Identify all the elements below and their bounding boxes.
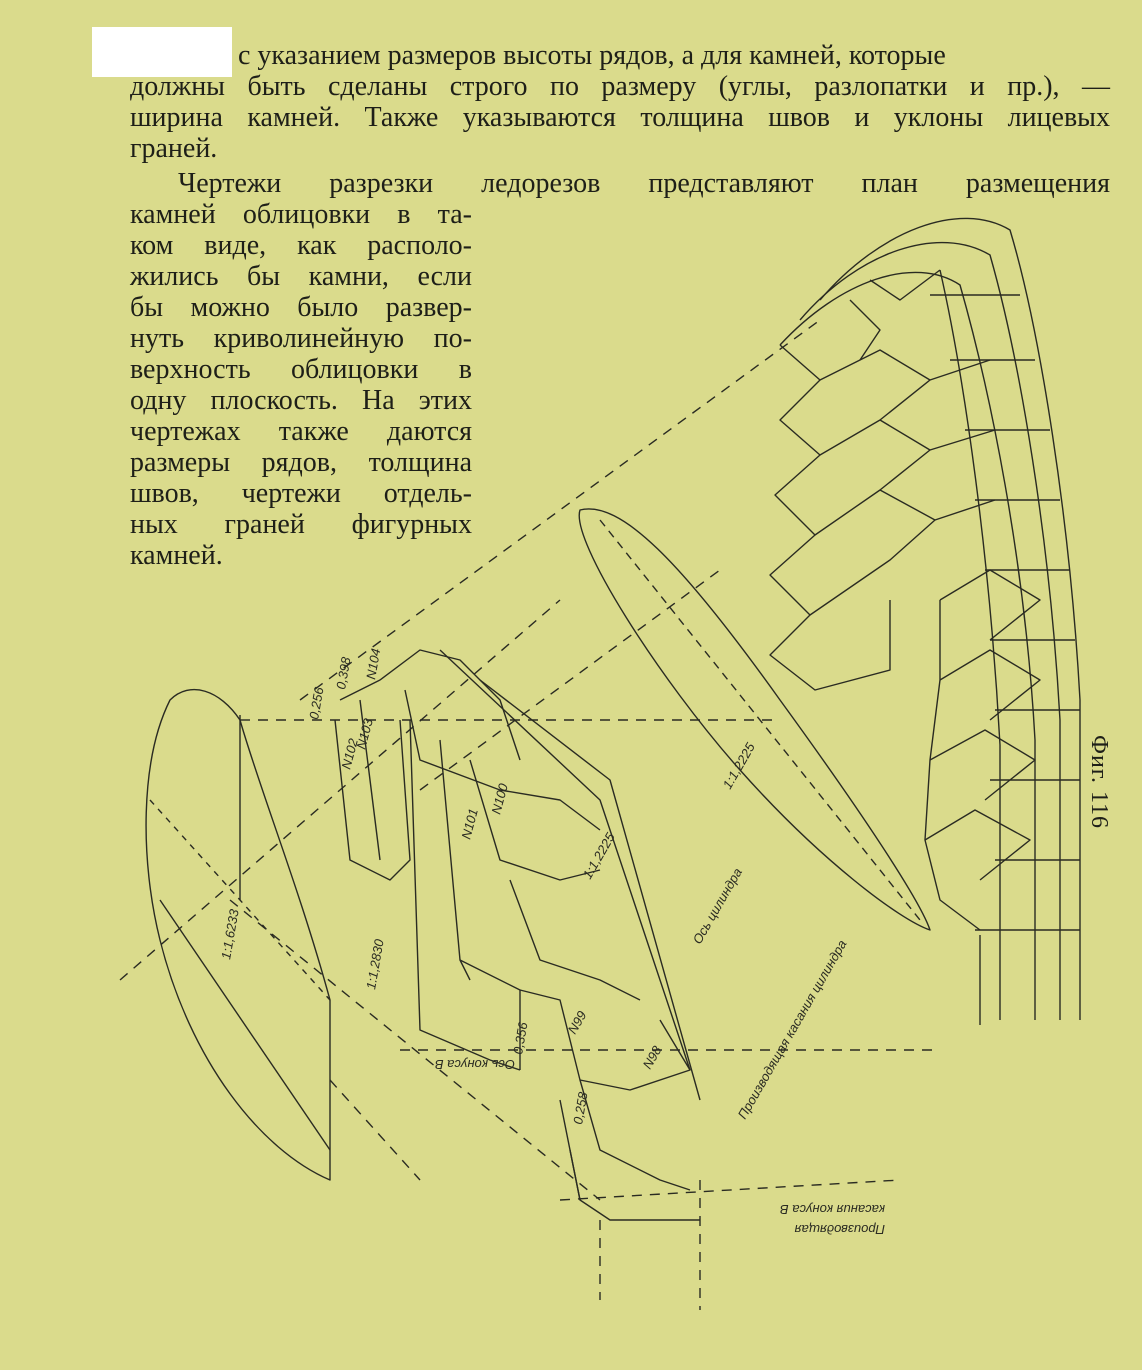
side-line: камней. [130,540,223,571]
paragraph-intro: с указанием размеров высоты рядов, а для… [130,40,1110,164]
label-dim-c: 1:1,2830 [363,937,387,990]
label-d0398: 0,398 [333,655,354,690]
label-n98: N98 [640,1043,665,1072]
side-line: верхность облицовки в [130,354,472,385]
intro-line-4: граней. [130,133,218,164]
redacted-block [92,27,232,77]
ledge-stones [334,649,701,1221]
side-line: жились бы камни, если [130,261,472,292]
side-line: бы можно было развер- [130,292,472,323]
label-n104: N104 [363,647,383,680]
side-line: ком виде, как располо- [130,230,472,261]
side-line: нуть криволинейную по- [130,323,472,354]
side-line: швов, чертежи отдель- [130,478,472,509]
label-d0258: 0,258 [570,1090,591,1125]
ellipse-section [578,508,931,931]
side-line: размеры рядов, толщина [130,447,472,478]
label-dim-d: 1:1,6233 [218,907,242,960]
label-generatrix-cone-2: касания конуса В [780,1202,885,1217]
side-line: ных граней фигурных [130,509,472,540]
label-n102: N102 [338,736,361,771]
intro-line-2: должны быть сделаны строго по размеру (у… [130,71,1110,102]
label-axis-cone: Ось конуса В [435,1057,515,1072]
label-n99: N99 [565,1008,590,1036]
label-axis-cylinder: Ось цилиндра [690,865,746,946]
label-n101: N101 [458,807,481,841]
figure-caption: Фиг. 116 [1086,735,1112,830]
paragraph-side: камней облицовки в та- ком виде, как рас… [130,199,472,571]
paragraph-lead: Чертежи разрезки ледорезов представляют … [178,168,1110,199]
label-d0256: 0,256 [306,685,327,720]
side-line: чертежах также даются [130,416,472,447]
cylinder-cladding [769,217,1081,1025]
label-dim-b: 1:1,2225 [580,830,619,882]
intro-line-3: ширина камней. Также указываются толщина… [130,102,1110,133]
side-line: одну плоскость. На этих [130,385,472,416]
label-generatrix-cone-1: Производящая [795,1222,885,1237]
cone-section [145,689,331,1181]
label-generatrix-cylinder: Производящая касания цилиндра [735,937,850,1121]
intro-line-1: с указанием размеров высоты рядов, а для… [238,40,946,71]
label-d0356: 0,356 [510,1020,531,1055]
side-line: камней облицовки в та- [130,199,472,230]
construction-lines [119,319,940,1310]
